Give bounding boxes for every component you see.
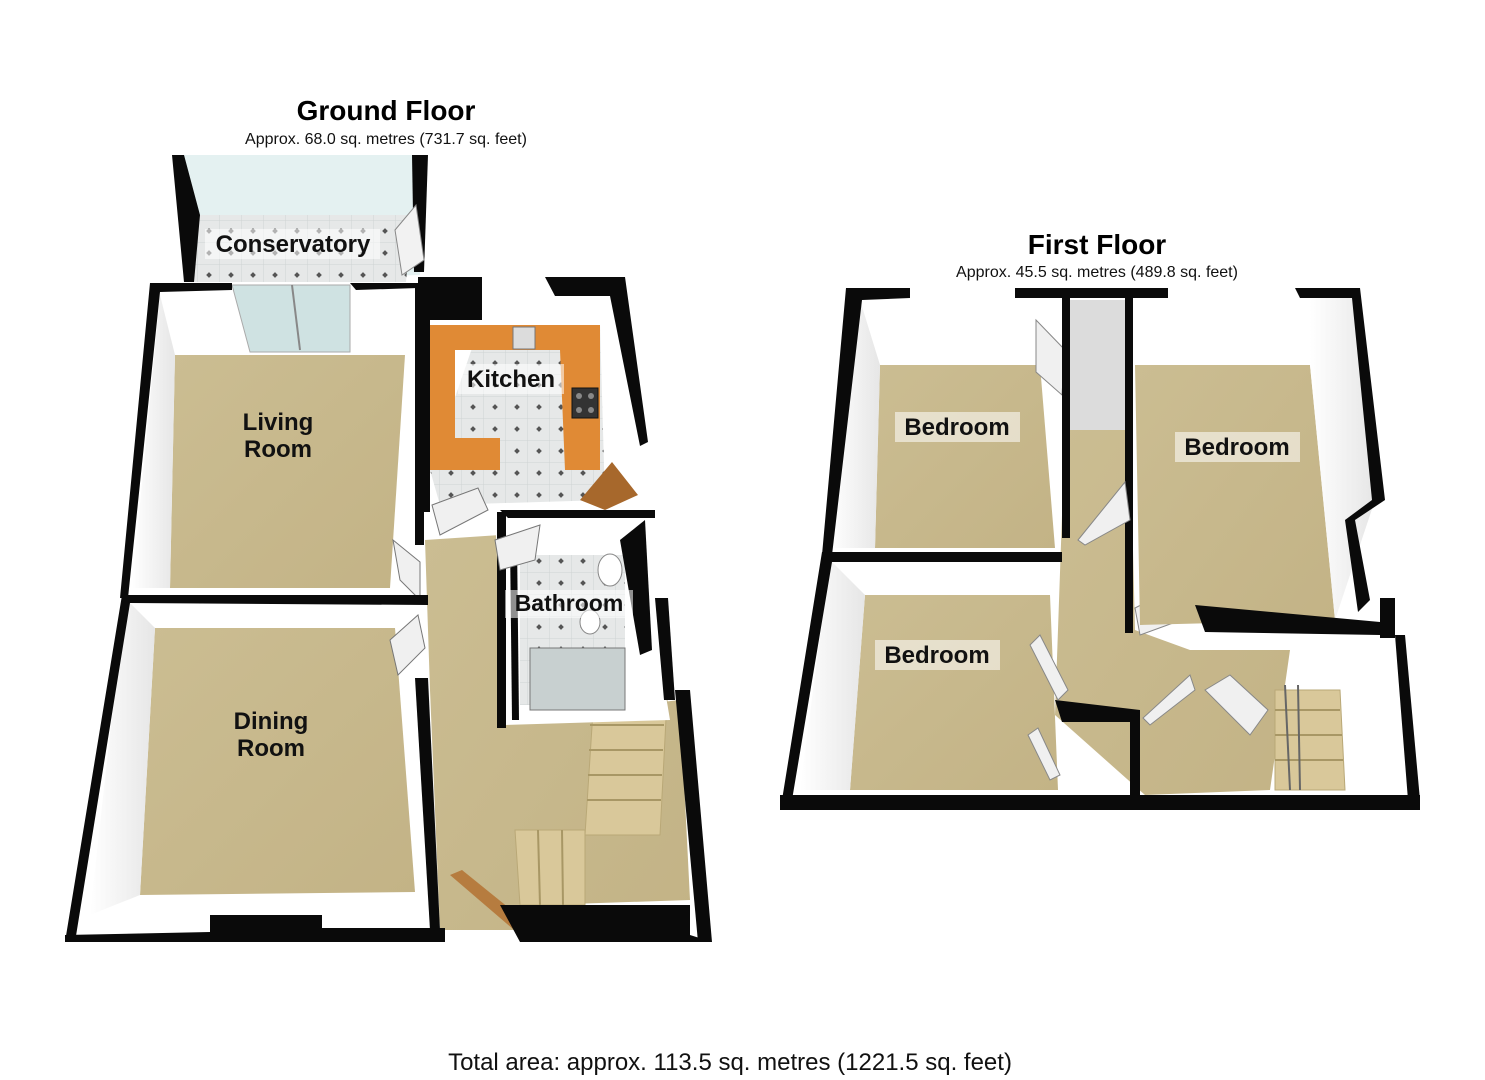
dining-room-label-line2: Room xyxy=(237,735,305,762)
bedroom-top-left-label: Bedroom xyxy=(904,414,1009,441)
bathroom-label: Bathroom xyxy=(515,590,624,616)
first-floor-stairs xyxy=(1142,674,1346,791)
kitchen-label: Kitchen xyxy=(467,366,555,393)
living-room-label-line2: Room xyxy=(244,436,312,463)
dining-room-label-line1: Dining xyxy=(234,708,309,735)
bedroom-bottom-left-label: Bedroom xyxy=(884,642,989,669)
conservatory xyxy=(172,155,428,282)
first-floor-area: Approx. 45.5 sq. metres (489.8 sq. feet) xyxy=(956,264,1238,281)
ground-floor-plan xyxy=(65,155,712,942)
conservatory-label: Conservatory xyxy=(216,231,371,258)
total-area: Total area: approx. 113.5 sq. metres (12… xyxy=(448,1049,1012,1076)
dining-room xyxy=(65,595,712,942)
kitchen xyxy=(418,277,648,536)
living-room-label-line1: Living xyxy=(243,409,314,436)
bedroom-right xyxy=(1130,288,1395,638)
first-floor-title: First Floor xyxy=(1028,229,1167,260)
first-floor-plan xyxy=(780,288,1420,810)
ground-floor-area: Approx. 68.0 sq. metres (731.7 sq. feet) xyxy=(245,131,527,148)
living-room xyxy=(120,283,424,602)
ground-floor-title: Ground Floor xyxy=(297,95,476,126)
bathroom xyxy=(494,510,675,728)
bedroom-right-label: Bedroom xyxy=(1184,434,1289,461)
bedroom-top-left xyxy=(822,288,1168,555)
